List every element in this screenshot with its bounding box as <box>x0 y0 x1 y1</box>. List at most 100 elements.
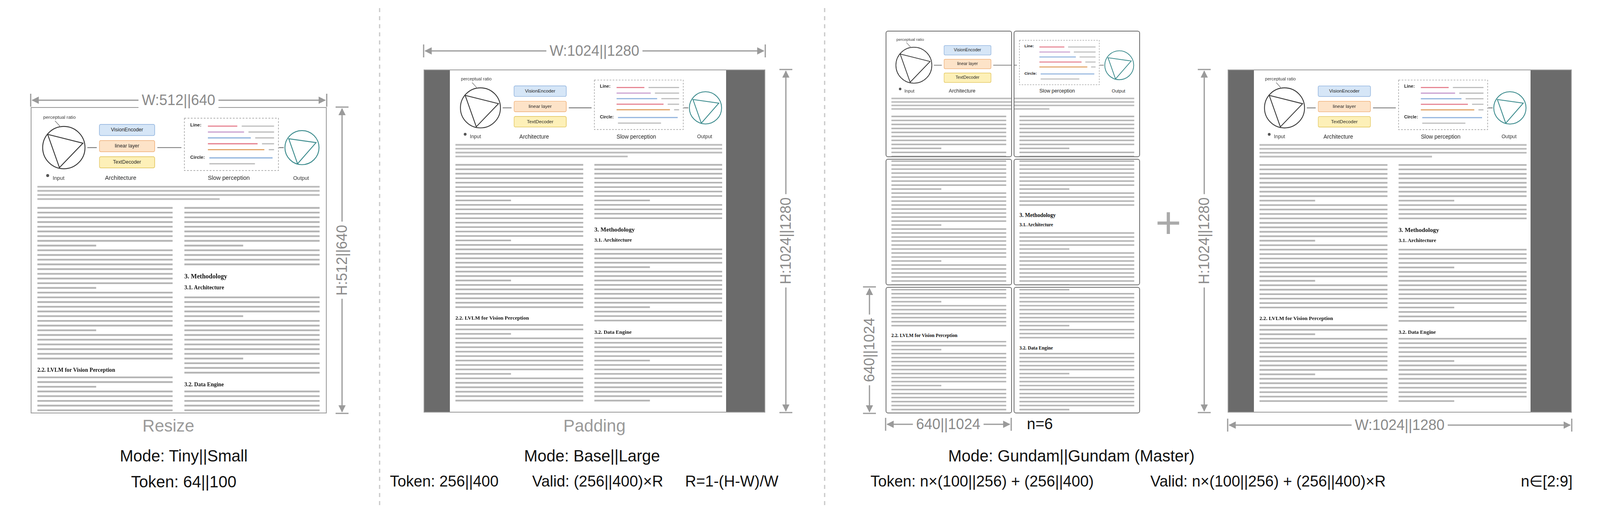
body-text-line <box>184 235 320 237</box>
body-text-line <box>1019 360 1134 363</box>
body-text-line <box>891 352 1006 355</box>
body-text-line <box>455 212 584 215</box>
sequence-stroke <box>1420 98 1462 100</box>
body-text-line <box>1019 247 1070 250</box>
figure-label: Output <box>1111 88 1126 94</box>
body-text-line <box>891 143 1006 145</box>
body-text-line <box>1019 123 1134 126</box>
dimension-label: W:512||640 <box>138 91 219 109</box>
body-text-line <box>1259 390 1388 393</box>
module-name: linear layer <box>957 61 978 67</box>
body-text-line <box>184 211 320 214</box>
page-texture <box>886 287 1012 413</box>
body-text-line <box>891 320 1006 323</box>
page-texture <box>1253 70 1531 405</box>
sequence-stroke <box>1420 103 1468 105</box>
body-text-line <box>1259 203 1388 206</box>
body-text-line <box>891 251 1006 254</box>
body-text-line <box>891 296 1006 299</box>
caption-line <box>37 185 320 188</box>
figure-label: Circle: <box>600 114 614 120</box>
body-text-line <box>184 333 320 336</box>
body-text-line <box>1259 168 1388 171</box>
tick <box>1197 411 1211 414</box>
input-circle <box>1264 87 1305 128</box>
body-text-line <box>184 254 320 256</box>
slow-perception-frame <box>1019 40 1100 85</box>
body-text-line <box>184 352 320 355</box>
body-text-line <box>37 376 173 378</box>
figure-label: perceptual ratio <box>461 76 492 82</box>
body-text-line <box>455 168 584 171</box>
sequence-stroke <box>617 122 662 124</box>
body-text-line <box>455 350 584 353</box>
sequence-stroke <box>207 142 258 145</box>
flow-arrow <box>1373 107 1396 109</box>
figure-label: Circle: <box>1404 114 1418 120</box>
body-text-line <box>455 221 584 224</box>
dimension-label: H:1024||1280 <box>1195 194 1213 288</box>
body-text-line <box>1259 177 1388 179</box>
body-text-line <box>1398 364 1527 366</box>
sequence-stroke <box>1420 86 1449 89</box>
body-text-line <box>455 217 584 219</box>
body-text-line <box>1398 217 1527 219</box>
figure-label: Slow perception <box>1039 88 1076 95</box>
flow-arrow <box>993 65 1012 66</box>
body-text-line <box>1019 264 1134 266</box>
body-text-line <box>1019 184 1134 186</box>
page-texture <box>1014 31 1140 157</box>
sequence-stroke <box>262 142 275 145</box>
body-text-line <box>1259 382 1388 384</box>
tick <box>423 44 425 58</box>
body-text-line <box>891 384 942 387</box>
tick <box>885 417 887 431</box>
panel-title: Resize <box>139 415 198 436</box>
tick <box>30 93 32 107</box>
figure-label: Slow perception <box>207 174 250 182</box>
module-name: VisionEncoder <box>1329 88 1360 95</box>
separators <box>379 8 825 505</box>
body-text-line <box>1398 248 1527 251</box>
sequence-stroke <box>616 92 651 94</box>
caption-line <box>891 108 1012 110</box>
body-text-line <box>1019 308 1134 311</box>
body-text-line <box>1019 316 1134 319</box>
sequence-stroke <box>1422 117 1483 119</box>
section-heading: 3. Methodology <box>1019 212 1056 219</box>
output-triangle <box>1497 99 1524 124</box>
body-text-line <box>1398 186 1527 188</box>
body-text-line <box>1398 262 1527 264</box>
body-text-line <box>1398 177 1527 179</box>
body-text-line <box>37 263 173 265</box>
valid-label: Valid: n×(100||256) + (256||400)×R <box>1147 472 1390 491</box>
body-text-line <box>1019 296 1134 299</box>
body-text-line <box>1398 195 1527 197</box>
sequence-stroke <box>209 157 273 159</box>
body-text-line <box>37 258 173 261</box>
sequence-stroke <box>1039 66 1088 68</box>
figure-label: Output <box>697 133 712 140</box>
body-text-line <box>1019 268 1134 270</box>
body-text-line <box>1259 195 1388 197</box>
body-text-line <box>184 404 320 407</box>
body-text-line <box>1259 377 1388 380</box>
body-text-line <box>1259 244 1388 246</box>
body-text-line <box>455 354 584 357</box>
caption-line <box>891 100 1012 103</box>
image-tile: 3.2. Data Engine <box>1013 286 1141 414</box>
body-text-line <box>594 297 723 299</box>
module-box: TextDecoder <box>98 156 155 168</box>
body-text-line <box>594 203 723 206</box>
module-name: TextDecoder <box>955 75 980 80</box>
body-text-line <box>1019 283 1070 285</box>
module-box: TextDecoder <box>943 72 992 83</box>
body-text-line <box>1259 395 1388 397</box>
image-tile: Line:Circle:Slow perceptionOutput <box>1013 30 1141 158</box>
body-text-line <box>1398 386 1527 389</box>
body-text-line <box>1019 192 1134 194</box>
body-text-line <box>455 252 584 255</box>
body-text-line <box>1398 302 1527 304</box>
body-text-line <box>1398 163 1527 166</box>
sequence-stroke <box>1459 92 1484 94</box>
